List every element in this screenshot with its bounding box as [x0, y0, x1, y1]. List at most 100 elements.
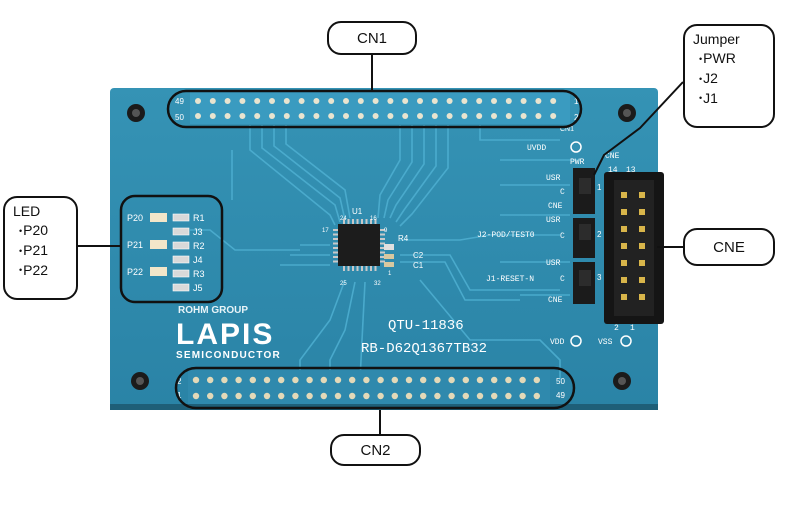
chip-lead: [333, 229, 338, 231]
label-r2: R2: [193, 241, 205, 251]
header-pin: [505, 98, 512, 104]
chip-lead: [361, 266, 363, 271]
header-pin: [621, 192, 627, 198]
header-pin: [292, 392, 299, 400]
jumper-num-2: 2: [597, 230, 602, 239]
header-pin: [431, 113, 438, 119]
header-pin: [192, 376, 200, 384]
header-pin: [334, 392, 342, 400]
header-pin: [639, 243, 645, 249]
chip-lead: [352, 266, 354, 271]
label-c2: C2: [413, 251, 424, 260]
header-pin: [535, 113, 542, 119]
label-r4: R4: [398, 234, 409, 243]
header-pin: [461, 98, 468, 104]
header-pin: [476, 392, 484, 400]
header-pin: [391, 376, 398, 384]
header-pin: [417, 98, 423, 104]
header-pin: [224, 113, 231, 119]
header-pin: [328, 113, 335, 119]
header-pin: [328, 98, 335, 104]
callout-led-list: P20 P21 P22: [13, 221, 68, 280]
label-cne-1: CNE: [548, 202, 563, 211]
header-pin: [505, 113, 512, 119]
chip-pin-17: 17: [322, 228, 329, 234]
header-pin: [405, 376, 413, 384]
label-c1: C1: [413, 261, 424, 270]
header-pin: [363, 392, 370, 400]
header-pin: [476, 113, 483, 119]
chip-pin-16: 16: [370, 216, 377, 222]
chip-lead: [370, 266, 372, 271]
cn1-pin-50: 50: [175, 113, 184, 122]
jumper-num-3: 3: [597, 273, 602, 282]
chip-lead: [374, 219, 377, 224]
chip-lead: [343, 219, 345, 224]
header-pin: [239, 113, 246, 119]
chip-lead: [352, 219, 354, 224]
header-pin: [491, 113, 497, 119]
chip-lead: [380, 247, 385, 249]
chip-lead: [333, 233, 338, 236]
cne-pin-2: 2: [614, 324, 619, 333]
header-pin: [306, 392, 313, 400]
header-pin: [448, 376, 455, 384]
chip-lead: [347, 219, 350, 224]
header-pin: [372, 113, 379, 119]
chip-lead: [380, 256, 385, 258]
header-pin: [431, 98, 438, 104]
mounting-posts: [127, 104, 636, 390]
pcb-traces: [190, 125, 580, 381]
callout-cn2-label: CN2: [360, 441, 391, 459]
header-pin: [263, 376, 271, 384]
label-j5: J5: [193, 283, 203, 293]
callout-jumper-list: PWR J2 J1: [693, 49, 765, 108]
jumper-j3: [172, 227, 190, 236]
header-pin: [621, 294, 627, 300]
header-pin: [224, 98, 231, 104]
chip-lead: [380, 260, 385, 263]
jumper-j4: [172, 255, 190, 264]
header-pin: [639, 294, 645, 300]
header-pin: [639, 192, 645, 198]
callout-cne: CNE: [683, 228, 775, 266]
header-pin: [405, 392, 413, 400]
label-vdd: VDD: [550, 338, 565, 347]
header-pin: [349, 392, 356, 400]
header-pin: [298, 98, 305, 104]
led-label-p20: P20: [127, 213, 143, 223]
header-pin: [334, 376, 342, 384]
header-pin: [313, 98, 320, 104]
header-pin: [491, 376, 498, 384]
chip-lead: [333, 256, 338, 258]
header-pin: [402, 113, 409, 119]
chip-lead: [356, 219, 359, 224]
label-uvdd: UVDD: [527, 144, 546, 153]
capacitor-c2: [384, 254, 394, 259]
chip-lead: [347, 266, 350, 271]
callout-led-title: LED: [13, 203, 41, 219]
chip-lead: [333, 251, 338, 254]
header-pin: [420, 392, 427, 400]
cn2-pin-49: 49: [556, 391, 565, 400]
led-p21: [150, 240, 167, 249]
board-number: RB-D62Q1367TB32: [361, 341, 487, 357]
highlight-led: [119, 194, 224, 304]
chip-label-u1: U1: [352, 207, 363, 216]
header-pin: [357, 98, 364, 104]
header-pin: [639, 260, 645, 266]
label-c-2: C: [560, 232, 565, 241]
callout-led: LED P20 P21 P22: [3, 196, 78, 300]
callout-led-item: P22: [19, 261, 68, 281]
header-pin: [387, 98, 394, 104]
chip-lead: [380, 242, 385, 245]
callout-cn1: CN1: [327, 21, 417, 55]
label-pwr: PWR: [570, 158, 585, 167]
header-pin: [320, 392, 327, 400]
chip-lead: [333, 238, 338, 240]
chip-lead: [380, 229, 385, 231]
led-label-p21: P21: [127, 240, 143, 250]
highlight-cn1: [166, 89, 583, 129]
header-pin: [306, 376, 313, 384]
header-pin: [639, 277, 645, 283]
